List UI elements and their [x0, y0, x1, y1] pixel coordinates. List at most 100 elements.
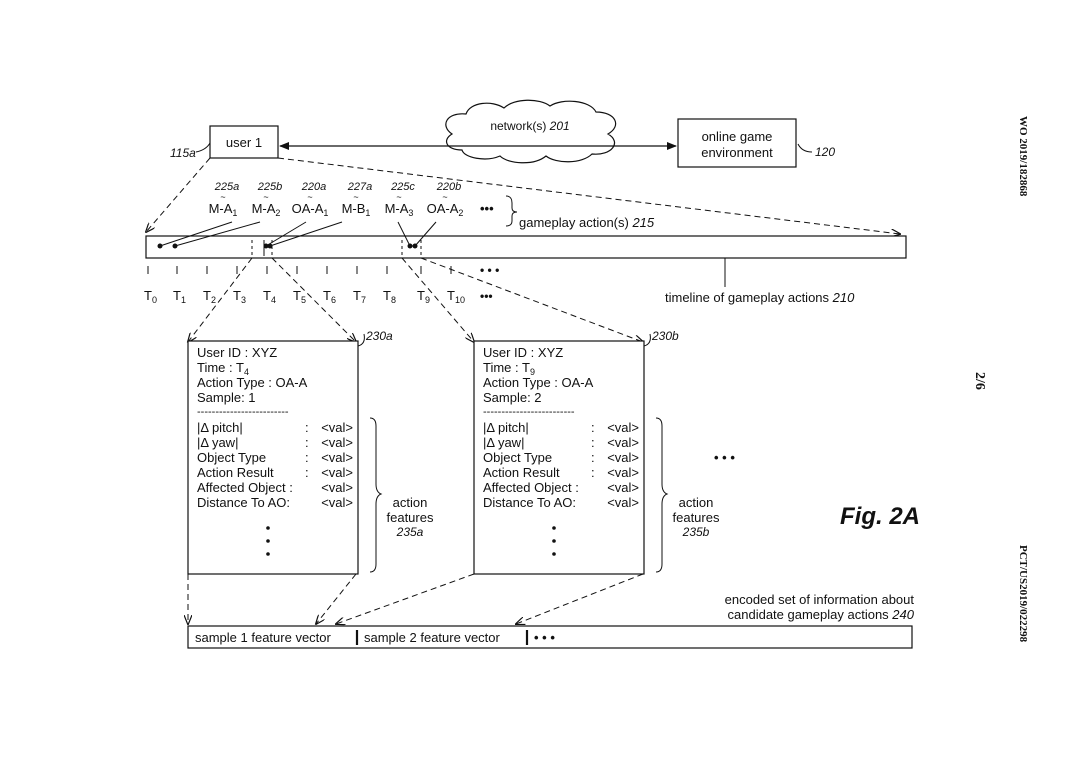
environment-box: [677, 118, 797, 168]
feature-separator: :: [591, 435, 595, 450]
vector-ellipsis: • • •: [534, 630, 555, 645]
sample2-feature-vector: sample 2 feature vector: [364, 630, 501, 645]
sample-user-id: User ID : XYZ: [483, 345, 563, 360]
feature-separator: :: [591, 420, 595, 435]
feature-value: <val>: [321, 435, 353, 450]
user-ref-leader: [195, 142, 211, 153]
encoded-label-line1: encoded set of information about: [725, 592, 915, 607]
timeline-label: timeline of gameplay actions 210: [665, 290, 855, 305]
t4-to-sample1-right: [271, 257, 356, 342]
timeline-tick-label: T10: [447, 288, 465, 305]
timeline-action-marks: [157, 221, 437, 256]
feature-value: <val>: [607, 465, 639, 480]
sample-action-type: Action Type : OA-A: [483, 375, 594, 390]
environment-ref: 120: [815, 145, 835, 159]
action-dot: [407, 243, 413, 249]
timeline-bar: [145, 235, 907, 259]
encoded-label-line2: candidate gameplay actions 240: [728, 607, 915, 622]
feature-name: Action Result: [483, 465, 560, 480]
sample-separator: -------------------------: [483, 406, 575, 418]
continuation-dot: [266, 539, 270, 543]
sample-action-type: Action Type : OA-A: [197, 375, 308, 390]
feature-name: Affected Object :: [197, 480, 293, 495]
feature-name: Distance To AO:: [197, 495, 290, 510]
environment-line1: online game: [702, 129, 773, 144]
timeline-tick-label: T5: [293, 288, 306, 305]
sample-separator: -------------------------: [197, 406, 289, 418]
sample-ref: 230a: [365, 329, 393, 343]
environment-ref-leader: [797, 143, 813, 153]
user-to-timeline-right: [277, 157, 900, 234]
continuation-dot: [266, 552, 270, 556]
ref-tilde: ~: [263, 192, 268, 202]
features-label-line2: features: [673, 510, 720, 525]
continuation-dot: [266, 526, 270, 530]
timeline-tick-label: T7: [353, 288, 366, 305]
sample2-left-to-vector: [336, 573, 475, 624]
feature-name: Action Result: [197, 465, 274, 480]
timeline-tick-label: T3: [233, 288, 246, 305]
feature-name: Object Type: [483, 450, 552, 465]
feature-name: |Δ yaw|: [483, 435, 524, 450]
actions-brace: [505, 195, 518, 227]
feature-value: <val>: [607, 420, 639, 435]
feature-value: <val>: [321, 420, 353, 435]
continuation-dot: [552, 526, 556, 530]
action-label: OA-A1: [292, 201, 329, 218]
feature-separator: :: [305, 450, 309, 465]
sample-number: Sample: 2: [483, 390, 542, 405]
feature-value: <val>: [321, 495, 353, 510]
ref-tilde: ~: [353, 192, 358, 202]
publication-number: WO 2019/182868: [1017, 116, 1029, 197]
action-label: M-A3: [385, 201, 414, 218]
ref-tilde: ~: [396, 192, 401, 202]
actions-group-label: gameplay action(s) 215: [519, 215, 655, 230]
feature-value: <val>: [321, 480, 353, 495]
action-dot: [263, 243, 269, 249]
feature-value: <val>: [607, 495, 639, 510]
action-ref-label: 227a: [347, 181, 372, 193]
action-label: M-B1: [342, 201, 371, 218]
gameplay-actions: 225a~M-A1225b~M-A2220a~OA-A1227a~M-B1225…: [209, 181, 495, 218]
sample-box: [187, 340, 359, 575]
action-label: OA-A2: [427, 201, 464, 218]
action-ref-label: 225c: [390, 181, 415, 193]
user-to-timeline-left: [146, 157, 211, 232]
application-number: PCT/US2019/022298: [1017, 545, 1029, 643]
feature-separator: :: [305, 420, 309, 435]
figure-label: Fig. 2A: [840, 503, 920, 530]
feature-vector-bar: [187, 625, 913, 649]
feature-name: |Δ pitch|: [483, 420, 529, 435]
timeline-tick-label: T1: [173, 288, 186, 305]
feature-value: <val>: [607, 435, 639, 450]
sample-ref-leader: [357, 333, 365, 347]
sample2-right-to-vector: [516, 573, 644, 624]
feature-separator: :: [305, 435, 309, 450]
sample1-feature-vector: sample 1 feature vector: [195, 630, 332, 645]
action-dot: [172, 243, 178, 249]
features-ref: 235b: [682, 525, 710, 539]
action-ref-label: 225a: [214, 181, 239, 193]
timeline-tick-label: T9: [417, 288, 430, 305]
more-samples-ellipsis: • • •: [714, 450, 735, 465]
sample-box: [473, 340, 645, 575]
features-ref: 235a: [396, 525, 424, 539]
action-ref-label: 220b: [436, 181, 461, 193]
action-dot: [267, 243, 273, 249]
features-label-line1: action: [679, 495, 714, 510]
sample1-right-to-vector: [316, 573, 357, 624]
network-label: network(s) 201: [490, 119, 569, 133]
feature-name: Distance To AO:: [483, 495, 576, 510]
sample-time: Time : T4: [197, 360, 249, 377]
feature-separator: :: [305, 465, 309, 480]
action-label: M-A1: [209, 201, 238, 218]
t4-to-sample1-left: [188, 257, 253, 342]
user-ref: 115a: [170, 146, 196, 160]
sheet-number: 2/6: [972, 372, 987, 390]
